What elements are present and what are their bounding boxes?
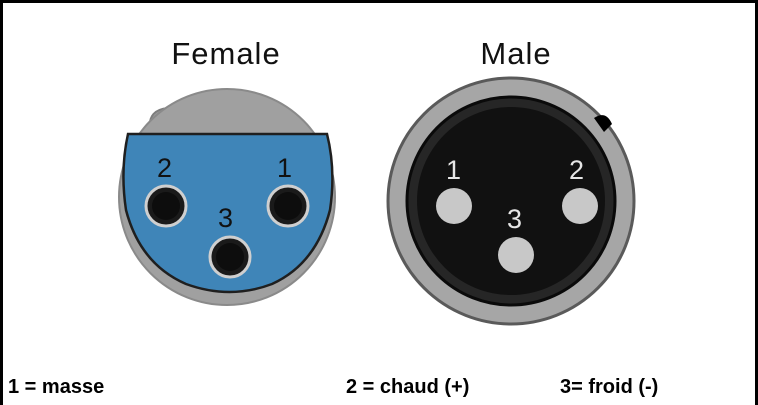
female-pin-1-number: 1 (277, 153, 292, 183)
male-insert (417, 107, 605, 295)
male-pin-1-number: 1 (446, 155, 461, 185)
female-pin-2-number: 2 (157, 153, 172, 183)
male-latch-notch (594, 115, 612, 132)
male-xlr-connector: 1 2 3 (386, 76, 636, 326)
male-connector-title: Male (480, 36, 552, 71)
male-pin-2 (562, 188, 598, 224)
female-socket-3-hole (216, 243, 244, 271)
male-pin-3 (498, 237, 534, 273)
female-pin-3-number: 3 (218, 203, 233, 233)
legend-pin-2: 2 = chaud (+) (346, 376, 470, 398)
female-xlr-connector: 2 1 3 (118, 88, 336, 306)
legend-pin-1: 1 = masse (8, 376, 105, 398)
female-connector-title: Female (171, 36, 281, 71)
female-socket-1-hole (274, 192, 302, 220)
male-pin-1 (436, 188, 472, 224)
male-pin-3-number: 3 (507, 204, 522, 234)
female-socket-2-hole (152, 192, 180, 220)
male-pin-2-number: 2 (569, 155, 584, 185)
legend-pin-3: 3= froid (-) (560, 376, 659, 398)
female-insert (122, 132, 334, 294)
